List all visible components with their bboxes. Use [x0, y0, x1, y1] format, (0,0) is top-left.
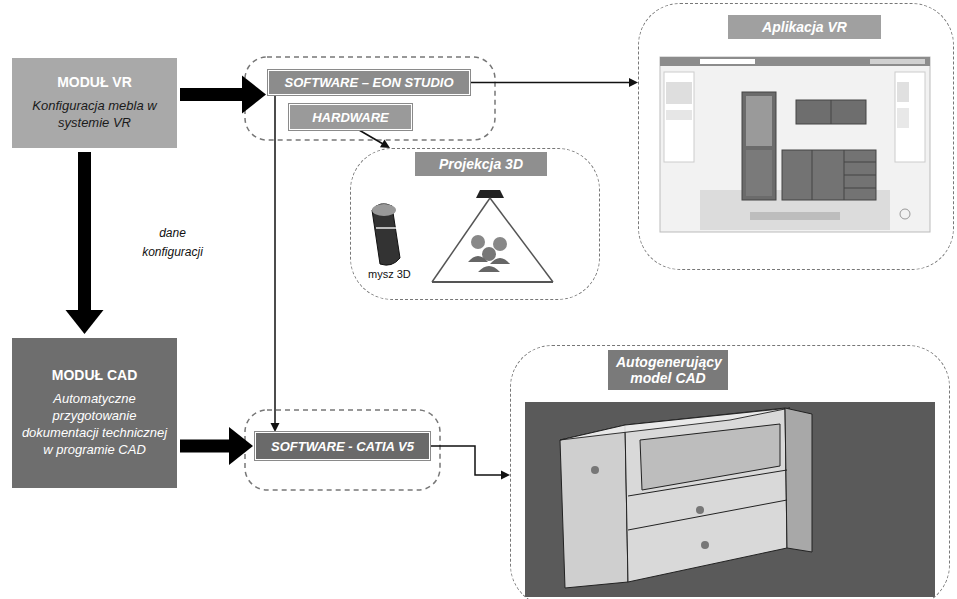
hardware-box: HARDWARE — [289, 104, 412, 130]
connector-arrow — [470, 78, 638, 87]
arrowhead — [271, 423, 280, 432]
cad-model-render-part — [696, 506, 704, 514]
cad-model-render-part — [525, 402, 935, 597]
cad-region: Autogenerujący model CAD — [510, 345, 950, 599]
cad-model-render-part — [785, 408, 812, 552]
vr-app-screenshot-part — [870, 59, 925, 64]
module-description: Automatyczne przygotowanie dokumentacji … — [20, 391, 169, 459]
connector-line — [274, 95, 276, 424]
vr-app-screenshot-part — [666, 110, 692, 120]
vr-app-screenshot-part — [742, 92, 776, 200]
vr-app-screenshot-part — [750, 212, 840, 220]
connector-line — [430, 446, 502, 475]
projection-illustration-part — [376, 227, 396, 229]
module-title: MODUŁ CAD — [52, 367, 138, 383]
module-box: MODUŁ VR Konfiguracja mebla w systemie VR — [12, 58, 177, 148]
cad-model-render-part — [628, 500, 787, 530]
arrowhead — [380, 140, 390, 148]
connector-arrow — [271, 95, 280, 432]
arrowhead — [501, 471, 510, 480]
app-region: Aplikacja VR — [638, 3, 954, 270]
cad-model-render — [525, 402, 935, 597]
vr-app-screenshot-part — [700, 59, 755, 64]
cad-model-render-part — [628, 470, 787, 496]
vr-app-screenshot-part — [895, 72, 925, 162]
vr-app-screenshot-part — [844, 162, 876, 163]
vr-app-screenshot-part — [831, 100, 832, 124]
projection-illustration-part — [471, 235, 485, 249]
projection-illustration-part — [493, 237, 507, 251]
vr-app-screenshot — [660, 57, 930, 232]
projection-illustration-part — [476, 190, 504, 198]
arrowhead — [242, 76, 266, 114]
vr-app-screenshot-part — [796, 100, 866, 124]
region-heading: Projekcja 3D — [415, 152, 547, 176]
projection-illustration-part — [490, 198, 553, 282]
module-description: Konfiguracja mebla w systemie VR — [20, 98, 169, 132]
cad-model-render-part — [640, 424, 780, 490]
connector-arrow — [430, 446, 510, 480]
cad-model-render-part — [701, 541, 709, 549]
projection-illustration-part — [372, 204, 396, 216]
connector-line — [180, 440, 230, 453]
block-arrow — [180, 427, 253, 465]
connector-line — [78, 152, 91, 311]
box-label: HARDWARE — [312, 110, 389, 125]
vr-app-screenshot-part — [746, 150, 772, 196]
software-box: SOFTWARE - CATIA V5 — [255, 432, 430, 460]
region-heading: Autogenerujący model CAD — [608, 350, 728, 390]
cad-model-render-part — [591, 466, 599, 474]
cad-model-render-part — [560, 425, 628, 588]
software-group-outline — [245, 57, 495, 490]
vr-app-screenshot-part — [897, 82, 909, 102]
box-label: SOFTWARE - CATIA V5 — [271, 439, 414, 454]
box-label: SOFTWARE – EON STUDIO — [284, 75, 453, 90]
software-group-outline-part — [245, 57, 495, 140]
vr-app-screenshot-part — [782, 150, 876, 200]
module-box: MODUŁ CAD Automatyczne przygotowanie doku… — [12, 338, 177, 488]
arrowhead — [229, 427, 253, 465]
vr-app-screenshot-part — [844, 175, 876, 176]
connector-arrow — [359, 130, 390, 148]
software-box: SOFTWARE – EON STUDIO — [268, 70, 470, 95]
block-arrow — [180, 76, 266, 114]
edge-label: dane konfiguracji — [133, 224, 213, 262]
vr-app-screenshot-part — [746, 96, 772, 146]
projection-illustration-part — [432, 281, 553, 283]
connector-line — [470, 82, 630, 84]
vr-app-screenshot-part — [660, 57, 930, 232]
vr-app-screenshot-part — [900, 209, 910, 219]
block-arrow — [66, 152, 104, 334]
vr-app-screenshot-part — [812, 150, 813, 200]
arrowhead — [629, 78, 638, 87]
vr-app-screenshot-part — [660, 57, 930, 66]
arrowhead — [66, 310, 104, 334]
vr-app-screenshot-part — [897, 108, 909, 128]
region-heading: Aplikacja VR — [728, 15, 881, 39]
module-title: MODUŁ VR — [57, 74, 132, 90]
vr-app-screenshot-part — [666, 82, 692, 104]
device-label: mysz 3D — [368, 268, 411, 280]
projection-illustration-part — [372, 204, 400, 265]
connector-line — [359, 130, 383, 144]
vr-app-screenshot-part — [844, 188, 876, 189]
vr-app-screenshot-part — [664, 72, 694, 162]
cad-model-render-part — [625, 408, 787, 582]
projection-illustration-part — [468, 256, 510, 272]
connector-line — [180, 88, 243, 101]
